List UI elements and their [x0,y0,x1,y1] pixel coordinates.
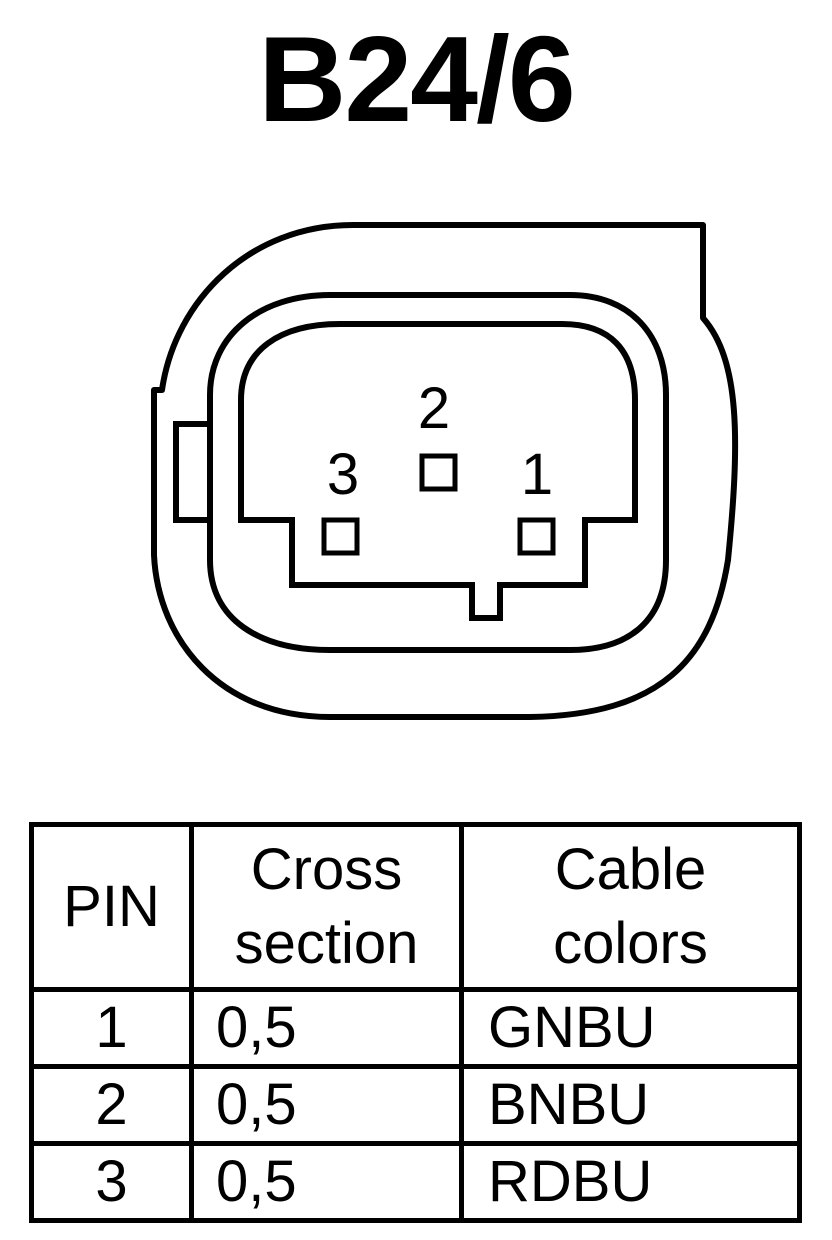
cell-cable-color: BNBU [459,1064,802,1146]
connector-title: B24/6 [258,11,576,147]
pin-assignment-table: PIN Cross section Cable colors 1 0,5 GNB… [29,822,802,1223]
cell-pin: 1 [29,987,194,1069]
table-row: 2 0,5 BNBU [29,1064,802,1146]
pin-terminal-1 [517,517,556,556]
table-row: 3 0,5 RDBU [29,1141,802,1223]
pin-label-1: 1 [521,442,553,507]
connector-diagram: 2 3 1 [151,222,739,720]
cell-cross-section: 0,5 [189,1141,464,1223]
header-cross-section-line1: Cross [250,837,403,902]
cell-pin: 3 [29,1141,194,1223]
cell-cable-color: GNBU [459,987,802,1069]
header-cross-section: Cross section [189,822,464,992]
table-header-row: PIN Cross section Cable colors [29,822,802,992]
cell-cross-section: 0,5 [189,1064,464,1146]
header-cable-colors: Cable colors [459,822,802,992]
connector-housing-outline [151,222,739,720]
pin-terminal-3 [321,517,360,556]
cell-cross-section: 0,5 [189,987,464,1069]
cell-cable-color: RDBU [459,1141,802,1223]
cell-pin: 2 [29,1064,194,1146]
pin-label-2: 2 [418,376,450,441]
table-row: 1 0,5 GNBU [29,987,802,1069]
pin-label-3: 3 [327,442,359,507]
header-cable-colors-line2: colors [553,911,708,976]
pin-terminal-2 [419,453,458,492]
header-cable-colors-line1: Cable [554,837,707,902]
connector-cavity [238,321,638,621]
header-pin-label: PIN [63,874,160,939]
connector-seal-ring [207,292,669,653]
header-cross-section-line2: section [234,911,419,976]
connector-latch [173,421,213,523]
header-pin: PIN [29,822,194,992]
